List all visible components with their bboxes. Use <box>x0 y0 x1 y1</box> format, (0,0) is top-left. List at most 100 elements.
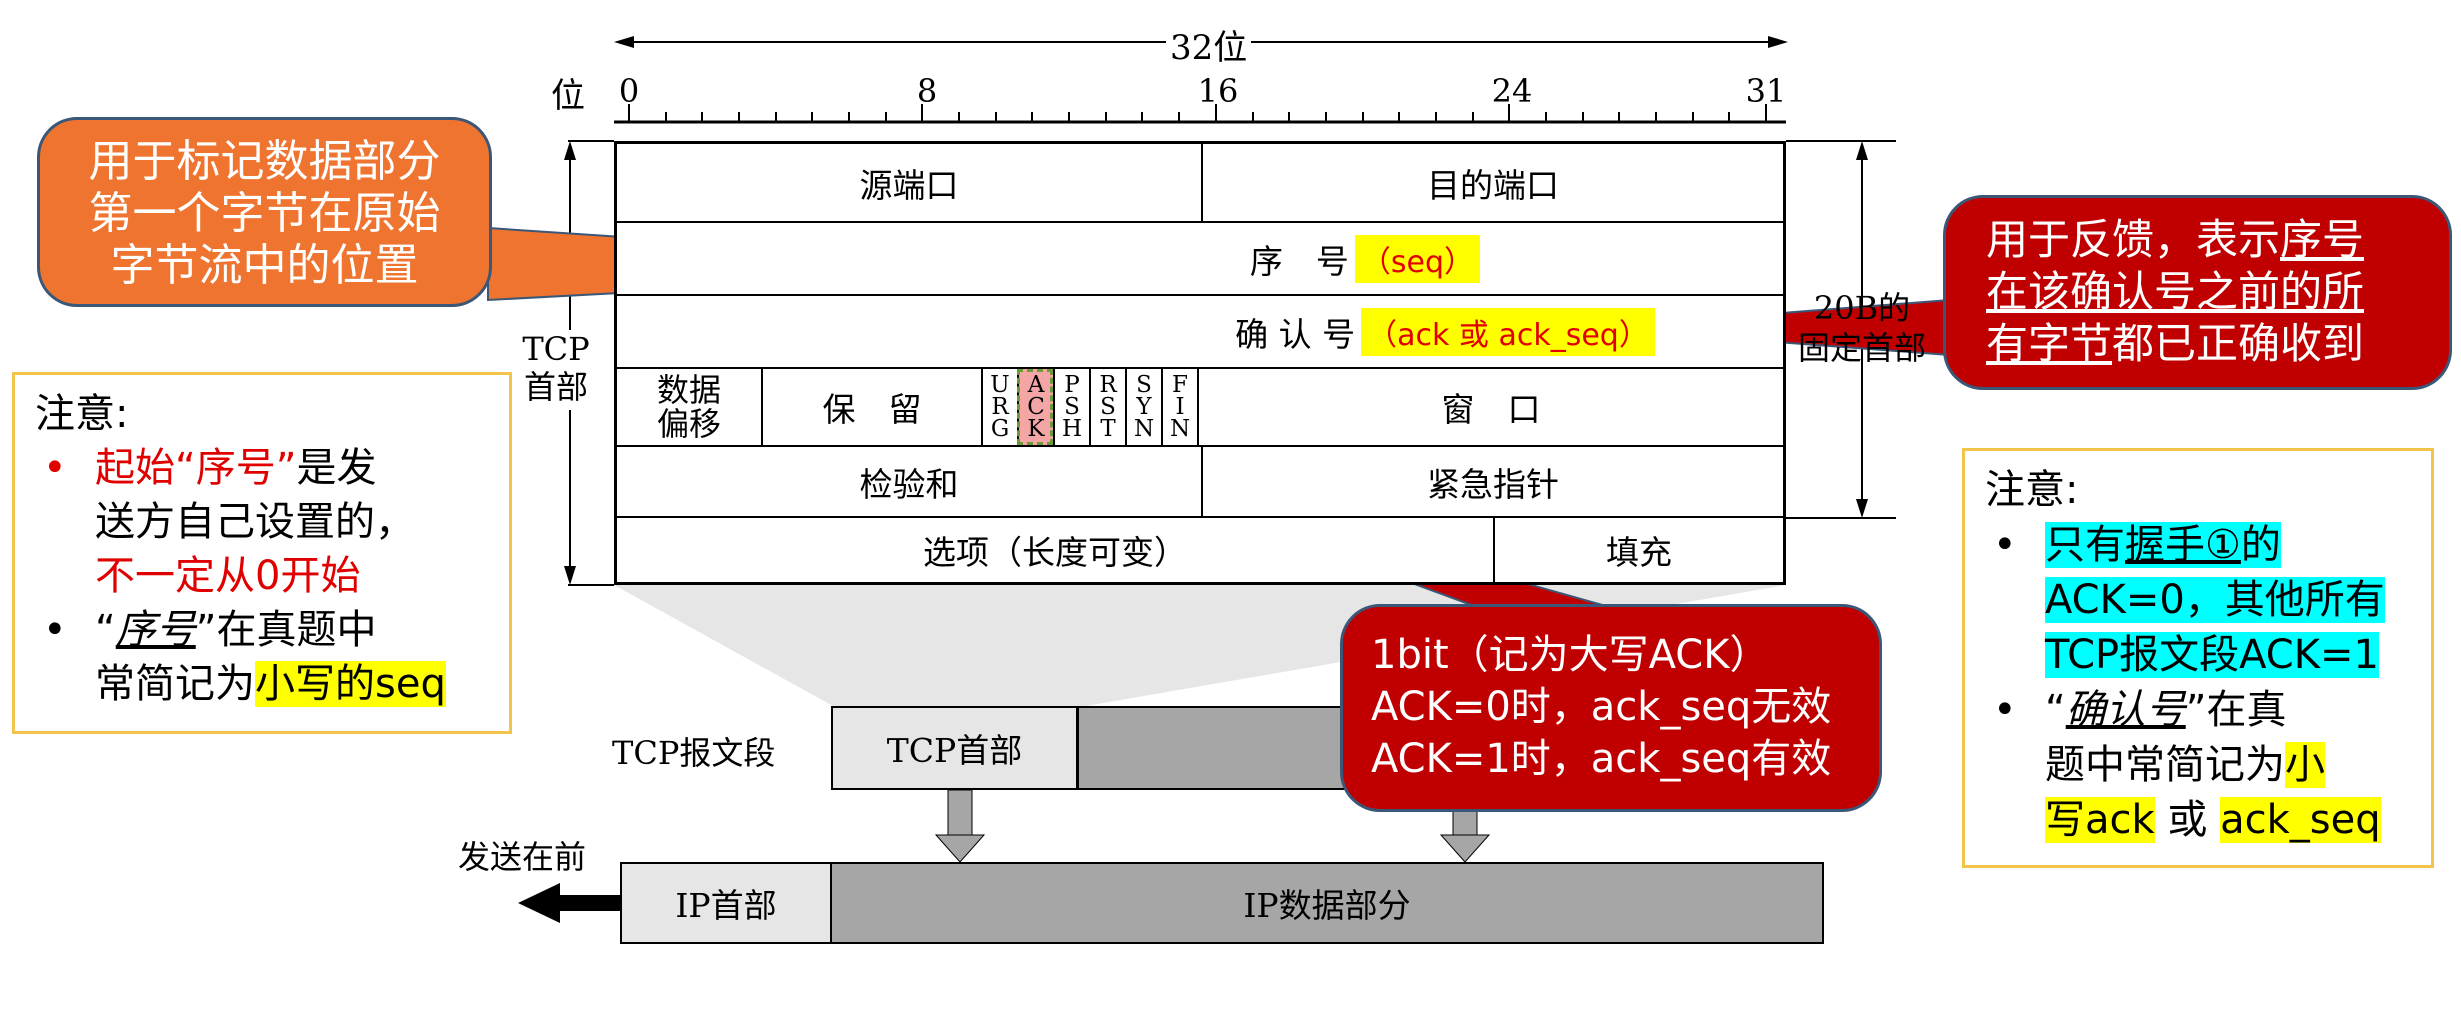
note-right-b2h: ack_seq <box>2220 797 2381 843</box>
seq-callout-line-1: 用于标记数据部分 <box>88 136 441 187</box>
note-right-b1e: TCP报文段ACK=1 <box>2045 632 2379 678</box>
ruler-tick <box>1654 112 1657 122</box>
row-checksum: 检验和 紧急指针 <box>617 447 1783 518</box>
flag-letter: G <box>990 416 1010 442</box>
flag-letter: F <box>1172 372 1188 398</box>
ip-data: IP数据部分 <box>830 862 1824 944</box>
row-seq: 序 号 （seq） <box>617 223 1783 296</box>
bullet-icon: • <box>1993 522 2017 568</box>
note-right-b2e: 小 <box>2285 742 2325 788</box>
padding: 填充 <box>1493 518 1783 582</box>
ack-callout-l1a: 用于反馈，表示 <box>1986 215 2281 264</box>
flag-letter: Y <box>1136 394 1152 420</box>
ack-number-callout: 用于反馈，表示序号 在该确认号之前的所 有字节都已正确收到 <box>1943 195 2452 390</box>
ruler-tick <box>628 104 630 122</box>
note-left-b2c: ”在真题中 <box>195 607 377 653</box>
bullet-icon: • <box>43 607 67 653</box>
flag-letter: K <box>1027 416 1045 442</box>
seq-label: 序 号 <box>1249 241 1349 281</box>
ack-flag-callout: 1bit（记为大写ACK） ACK=0时，ack_seq无效 ACK=1时，ac… <box>1340 604 1882 812</box>
row-ack: 确 认 号 （ack 或 ack_seq） <box>617 296 1783 369</box>
data-offset: 数据 偏移 <box>656 371 721 443</box>
tcp-header-side-label: TCP 首部 <box>520 330 592 406</box>
ruler-tick <box>774 112 777 122</box>
note-right-b1c: 的 <box>2240 522 2281 568</box>
tick-24: 24 <box>1491 72 1533 110</box>
ack-label: 确 认 号 <box>1235 314 1356 354</box>
ruler-tick <box>1068 112 1071 122</box>
note-right-b2g: 或 <box>2167 797 2208 843</box>
bullet-icon: • <box>1993 687 2017 733</box>
ruler-tick <box>1324 112 1327 122</box>
dest-port: 目的端口 <box>1201 144 1783 221</box>
seq-tag: （seq） <box>1354 234 1481 283</box>
checksum: 检验和 <box>859 464 959 504</box>
ruler-tick <box>811 112 814 122</box>
seq-callout-line-2: 第一个字节在原始 <box>88 188 441 239</box>
seq-callout-line-3: 字节流中的位置 <box>110 240 419 291</box>
ruler-tick <box>1141 112 1144 122</box>
tick-8: 8 <box>916 72 938 110</box>
ruler-tick <box>1361 112 1364 122</box>
ruler-tick <box>1765 104 1767 122</box>
tcp-segment-label: TCP报文段 <box>612 734 776 772</box>
note-left: 注意: • 起始“序号”是发 送方自己设置的， 不一定从0开始 • “序号”在真… <box>12 372 512 734</box>
ack-flag-line-1: 1bit（记为大写ACK） <box>1371 632 1770 678</box>
tcp-header-table: 源端口 目的端口 序 号 （seq） 确 认 号 （ack 或 ack_seq）… <box>614 141 1786 585</box>
seq-field: 序 号 （seq） <box>617 223 1783 294</box>
options: 选项（长度可变） <box>923 533 1187 572</box>
window: 窗 口 <box>1197 369 1783 445</box>
note-right-b1a: 只有 <box>2045 522 2125 568</box>
ruler-tick <box>1031 112 1034 122</box>
ruler-tick <box>1691 112 1694 122</box>
note-right-b2a: “ <box>2045 687 2066 733</box>
ack-tag: （ack 或 ack_seq） <box>1361 307 1655 356</box>
note-left-b2b: 序号 <box>115 607 196 653</box>
urgent-pointer: 紧急指针 <box>1201 447 1783 516</box>
ruler-tick <box>1618 112 1621 122</box>
ack-callout-l2: 在该确认号之前的所 <box>1986 267 2365 316</box>
flag-letter: R <box>991 394 1009 420</box>
note-right-b2f: 写ack <box>2045 797 2155 843</box>
note-left-title: 注意: <box>35 391 129 437</box>
ip-header: IP首部 <box>620 862 832 944</box>
flag-letter: P <box>1064 372 1080 398</box>
ruler-tick <box>1728 112 1731 122</box>
ruler-tick <box>738 112 741 122</box>
ruler-tick <box>1178 112 1181 122</box>
flag-letter: S <box>1064 394 1080 420</box>
ruler-tick <box>1581 112 1584 122</box>
note-left-b2a: “ <box>95 607 116 653</box>
ruler-tick <box>1508 104 1511 122</box>
ruler-tick <box>1251 112 1254 122</box>
ruler-tick <box>958 112 961 122</box>
row-options: 选项（长度可变） 填充 <box>617 518 1783 582</box>
span-label: 32位 <box>1166 20 1252 69</box>
send-first-label: 发送在前 <box>458 838 587 876</box>
note-right-b2c: ”在真 <box>2185 687 2287 733</box>
ruler-tick <box>994 112 997 122</box>
ruler-tick <box>664 112 667 122</box>
ack-flag-line-3: ACK=1时，ack_seq有效 <box>1371 736 1832 782</box>
tick-0: 0 <box>618 72 640 110</box>
ack-callout-l3a: 有字节 <box>1986 319 2113 368</box>
note-left-b1a: 起始“序号” <box>95 445 297 491</box>
ruler-tick <box>1434 112 1437 122</box>
ruler-tick <box>1288 112 1291 122</box>
ack-callout-l3b: 都已正确收到 <box>2112 319 2365 368</box>
tcp-segment-header: TCP首部 <box>831 706 1078 790</box>
note-left-b2d: 常简记为 <box>95 661 255 707</box>
ack-callout-l1b: 序号 <box>2280 215 2365 264</box>
bullet-icon: • <box>43 445 67 491</box>
note-right-b1d: ACK=0，其他所有 <box>2045 577 2385 623</box>
note-left-b1d: 不一定从0开始 <box>95 553 361 599</box>
ruler-tick <box>884 112 887 122</box>
flag-letter: U <box>990 372 1010 398</box>
bit-label: 位 <box>551 76 585 116</box>
